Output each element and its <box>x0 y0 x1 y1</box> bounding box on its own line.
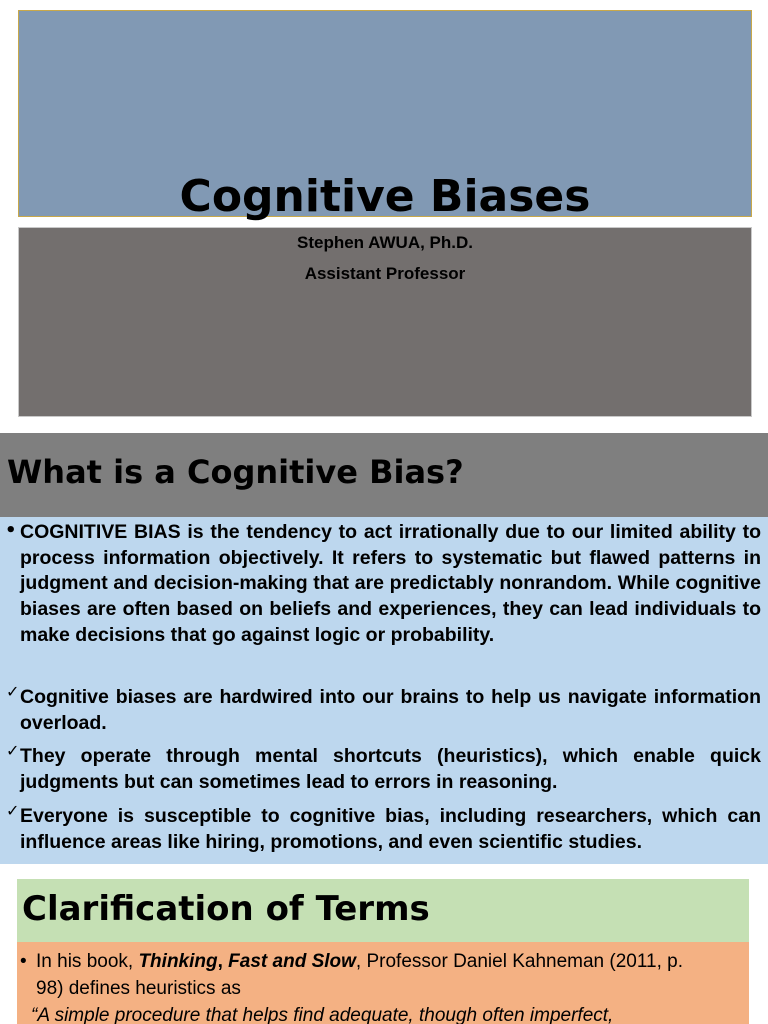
definition-paragraph: COGNITIVE BIAS is the tendency to act ir… <box>20 521 761 646</box>
point-susceptible: Everyone is susceptible to cognitive bia… <box>20 805 761 853</box>
slide2-title: What is a Cognitive Bias? <box>7 453 464 491</box>
title-slide-subtitle-box: Stephen AWUA, Ph.D. Assistant Professor <box>18 227 752 417</box>
slide3-header: Clarification of Terms <box>17 879 749 942</box>
slide3-title: Clarification of Terms <box>22 889 430 929</box>
author-name: Stephen AWUA, Ph.D. <box>297 233 473 252</box>
author-role: Assistant Professor <box>304 264 466 283</box>
kahneman-intro-line2: 98) defines heuristics as <box>36 978 241 999</box>
slide2-header: What is a Cognitive Bias? <box>0 433 768 517</box>
intro-prefix: In his book, <box>36 951 139 972</box>
book-title-sep: , <box>217 951 229 972</box>
checkmark-icon: ✓ <box>6 801 20 820</box>
slide2-body: • COGNITIVE BIAS is the tendency to act … <box>0 517 768 864</box>
checkmark-icon: ✓ <box>6 682 20 701</box>
book-title-part2: Fast and Slow <box>228 951 356 972</box>
presentation-title: Cognitive Biases <box>179 171 591 222</box>
bullet-icon: • <box>5 520 17 541</box>
bullet-icon: • <box>20 951 27 972</box>
intro-suffix: , Professor Daniel Kahneman (2011, p. <box>355 951 683 972</box>
title-slide-header: Cognitive Biases <box>18 10 752 222</box>
slide3-body: • In his book, Thinking, Fast and Slow, … <box>17 942 749 1024</box>
point-hardwired: Cognitive biases are hardwired into our … <box>20 686 761 734</box>
point-heuristics: They operate through mental shortcuts (h… <box>20 745 761 793</box>
book-title-part1: Thinking <box>138 951 218 972</box>
checkmark-icon: ✓ <box>6 741 20 760</box>
heuristic-quote: “A simple procedure that helps find adeq… <box>31 1005 614 1024</box>
kahneman-intro: In his book, Thinking, Fast and Slow, Pr… <box>36 948 683 975</box>
